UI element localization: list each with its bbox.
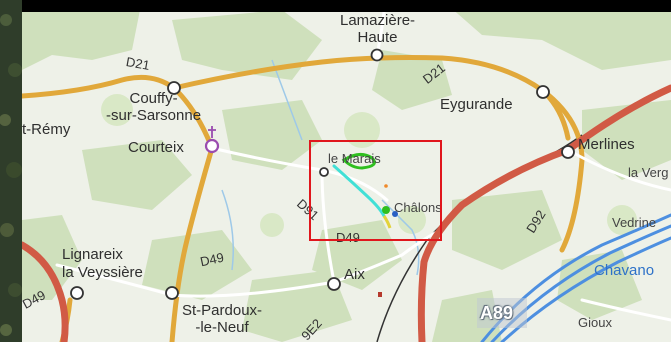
satellite-strip — [0, 0, 22, 342]
river-chavanon-label: Chavano — [594, 262, 655, 279]
selection-rectangle[interactable] — [309, 140, 442, 241]
place-la-verg: la Verg — [628, 165, 669, 180]
place-gioux: Gioux — [578, 315, 612, 330]
place-lignareix: Lignareix — [62, 246, 123, 263]
place-courteix: Courteix — [128, 139, 184, 156]
place-st-remy: t-Rémy — [22, 121, 71, 138]
place-couffy-sur-sarsonne: Couffy--sur-Sarsonne — [106, 90, 202, 124]
place-chalons: Châlons — [394, 200, 442, 215]
place-la-veyssiere: la Veyssière — [62, 264, 143, 281]
place-st-pardoux-le-neuf: St-Pardoux--le-Neuf — [182, 302, 263, 336]
place-eygurande: Eygurande — [440, 96, 513, 113]
place-merlines: Merlines — [578, 136, 635, 153]
top-border-bar — [22, 0, 671, 12]
topo-map[interactable]: Lamazière-Haute Couffy--sur-Sarsonne Eyg… — [22, 0, 671, 342]
motorway-a89-label: A89 — [480, 303, 514, 323]
road-d49-mid-label: D49 — [336, 230, 360, 245]
place-aix: Aix — [344, 266, 365, 283]
place-le-marais: le Marais — [328, 151, 381, 166]
place-lamaziere-haute: Lamazière-Haute — [340, 12, 416, 46]
place-vedrine: Vedrine — [612, 215, 657, 230]
